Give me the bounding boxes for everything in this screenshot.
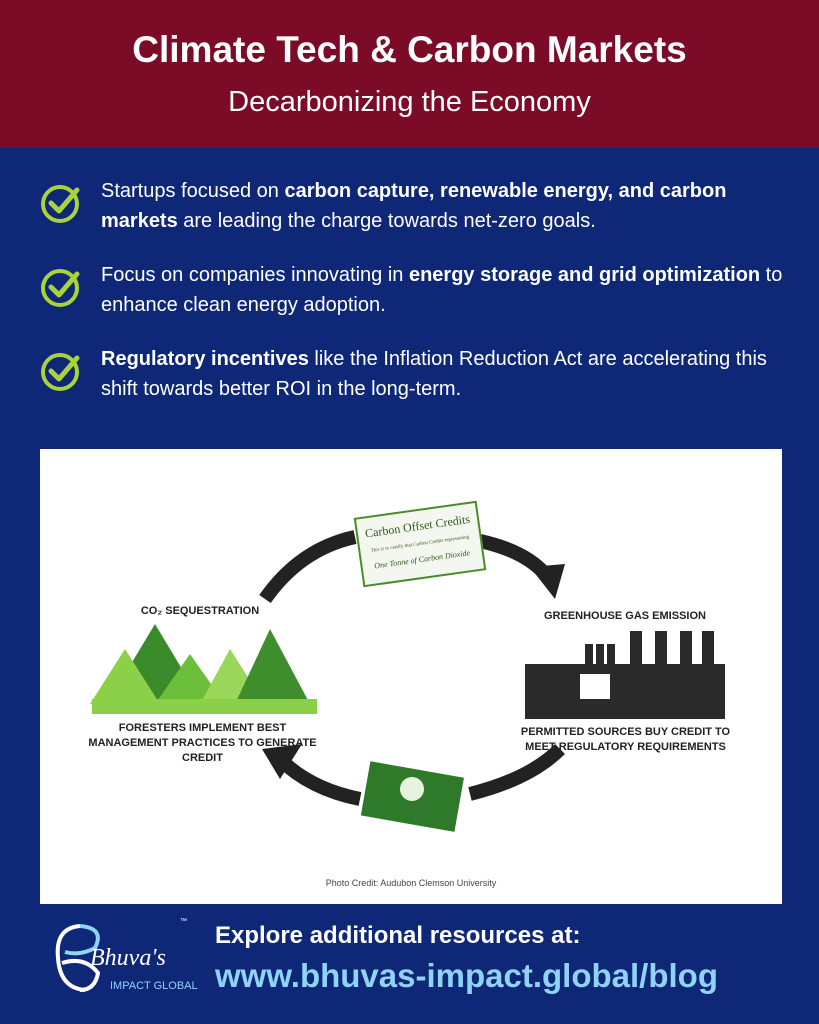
bhuvas-logo: Bhuva's IMPACT GLOBAL ™ (50, 918, 200, 1004)
check-circle-icon (41, 269, 80, 307)
bullet-item: Regulatory incentives like the Inflation… (40, 344, 800, 414)
bullet-item: Focus on companies innovating in energy … (40, 260, 800, 330)
cycle-arrows (90, 530, 725, 832)
arrow-head-left (262, 744, 302, 779)
left-title: CO₂ SEQUESTRATION (140, 605, 260, 617)
check-circle-icon (41, 185, 80, 223)
check-circle-icon (41, 353, 80, 391)
carbon-credit-diagram: Carbon Offset Credits This is to certify… (40, 449, 782, 904)
trademark: ™ (180, 918, 187, 925)
page-subtitle: Decarbonizing the Economy (228, 86, 591, 118)
page-title: Climate Tech & Carbon Markets (132, 29, 687, 70)
left-caption: FORESTERS IMPLEMENT BEST MANAGEMENT PRAC… (88, 722, 317, 764)
money-stack-icon (360, 761, 464, 832)
factory-icon (525, 631, 725, 719)
forest-icon (90, 624, 317, 714)
logo-text: Bhuva's (90, 945, 166, 971)
arc-bottom-right (468, 743, 565, 801)
logo-subtext: IMPACT GLOBAL (110, 980, 198, 992)
explore-text: Explore additional resources at: (215, 922, 581, 949)
arc-top-left (259, 530, 357, 604)
bullet-text: Startups focused on carbon capture, rene… (101, 180, 727, 232)
bullet-text: Focus on companies innovating in energy … (101, 264, 783, 316)
header-banner: Climate Tech & Carbon Markets Decarboniz… (0, 0, 819, 148)
right-caption: PERMITTED SOURCES BUY CREDIT TO MEET REG… (520, 726, 731, 753)
blog-link[interactable]: www.bhuvas-impact.global/blog (215, 957, 718, 994)
photo-credit: Photo Credit: Audubon Clemson University (325, 878, 497, 888)
arrow-head-right (530, 564, 565, 599)
right-title: GREENHOUSE GAS EMISSION (544, 610, 706, 622)
logo-swirl-icon (55, 924, 101, 992)
bullet-text: Regulatory incentives like the Inflation… (101, 348, 767, 400)
bullet-item: Startups focused on carbon capture, rene… (40, 176, 800, 246)
